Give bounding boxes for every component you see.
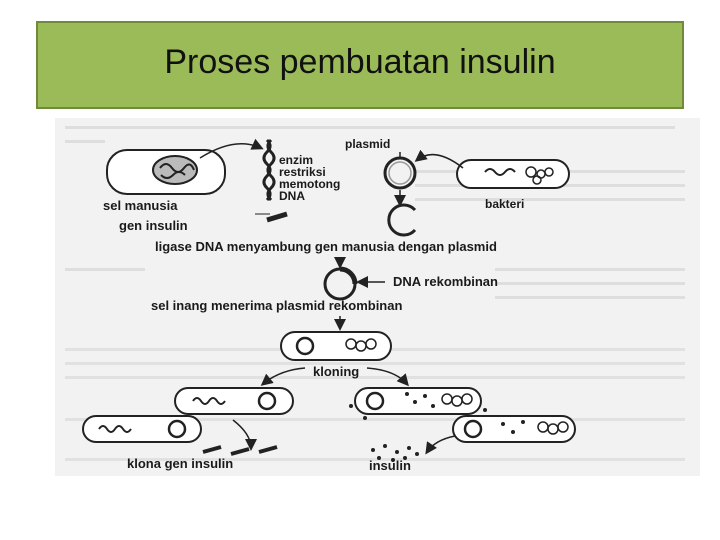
label-sel-manusia: sel manusia bbox=[103, 198, 178, 213]
arrow-bacterium-to-plasmid bbox=[414, 149, 464, 169]
arrow-to-insulin bbox=[425, 435, 456, 455]
clone-cell-right-2 bbox=[452, 415, 576, 443]
arrow-clone-right bbox=[366, 367, 409, 387]
bacterium bbox=[456, 159, 570, 189]
insulin-gene-fragment bbox=[266, 211, 288, 223]
arrow-to-gene-clone bbox=[232, 419, 257, 451]
insulin-molecules bbox=[371, 444, 419, 462]
label-enzim: enzim bbox=[279, 153, 313, 167]
label-dna: DNA bbox=[279, 189, 305, 203]
cut-plasmid bbox=[387, 203, 417, 237]
label-plasmid: plasmid bbox=[345, 137, 390, 151]
insulin-dot bbox=[483, 408, 487, 412]
diagram-svg: sel manusia enzim restriksi memotong DNA… bbox=[65, 126, 685, 473]
label-klona-gen-insulin: klona gen insulin bbox=[127, 456, 233, 471]
human-cell bbox=[106, 149, 226, 195]
label-memotong: memotong bbox=[279, 177, 340, 191]
insulin-dot bbox=[363, 416, 367, 420]
host-cell bbox=[280, 331, 392, 361]
title-bar: Proses pembuatan insulin bbox=[36, 21, 684, 109]
label-insulin: insulin bbox=[369, 458, 411, 473]
label-bakteri: bakteri bbox=[485, 197, 524, 211]
label-dna-rekombinan: DNA rekombinan bbox=[393, 274, 498, 289]
label-gen-insulin: gen insulin bbox=[119, 218, 188, 233]
gene-clone-fragment bbox=[258, 445, 278, 454]
gene-clone-fragment bbox=[202, 445, 222, 454]
clone-cell-left-2 bbox=[82, 415, 202, 443]
insulin-process-diagram: sel manusia enzim restriksi memotong DNA… bbox=[55, 118, 700, 476]
insulin-dot bbox=[349, 404, 353, 408]
label-sel-inang: sel inang menerima plasmid rekombinan bbox=[151, 298, 402, 313]
plasmid-inner bbox=[388, 161, 412, 185]
arrow-cell-to-dna bbox=[199, 138, 264, 159]
clone-cell-right-1 bbox=[354, 387, 482, 415]
inserted-gene bbox=[339, 266, 358, 285]
arrow-clone-left bbox=[260, 367, 306, 386]
dna-strand bbox=[262, 138, 276, 202]
label-kloning: kloning bbox=[313, 364, 359, 379]
clone-cell-left-1 bbox=[174, 387, 294, 415]
label-restriksi: restriksi bbox=[279, 165, 326, 179]
label-ligase: ligase DNA menyambung gen manusia dengan… bbox=[155, 239, 497, 254]
slide-title: Proses pembuatan insulin bbox=[164, 42, 556, 81]
gene-clone-fragment bbox=[230, 447, 250, 456]
